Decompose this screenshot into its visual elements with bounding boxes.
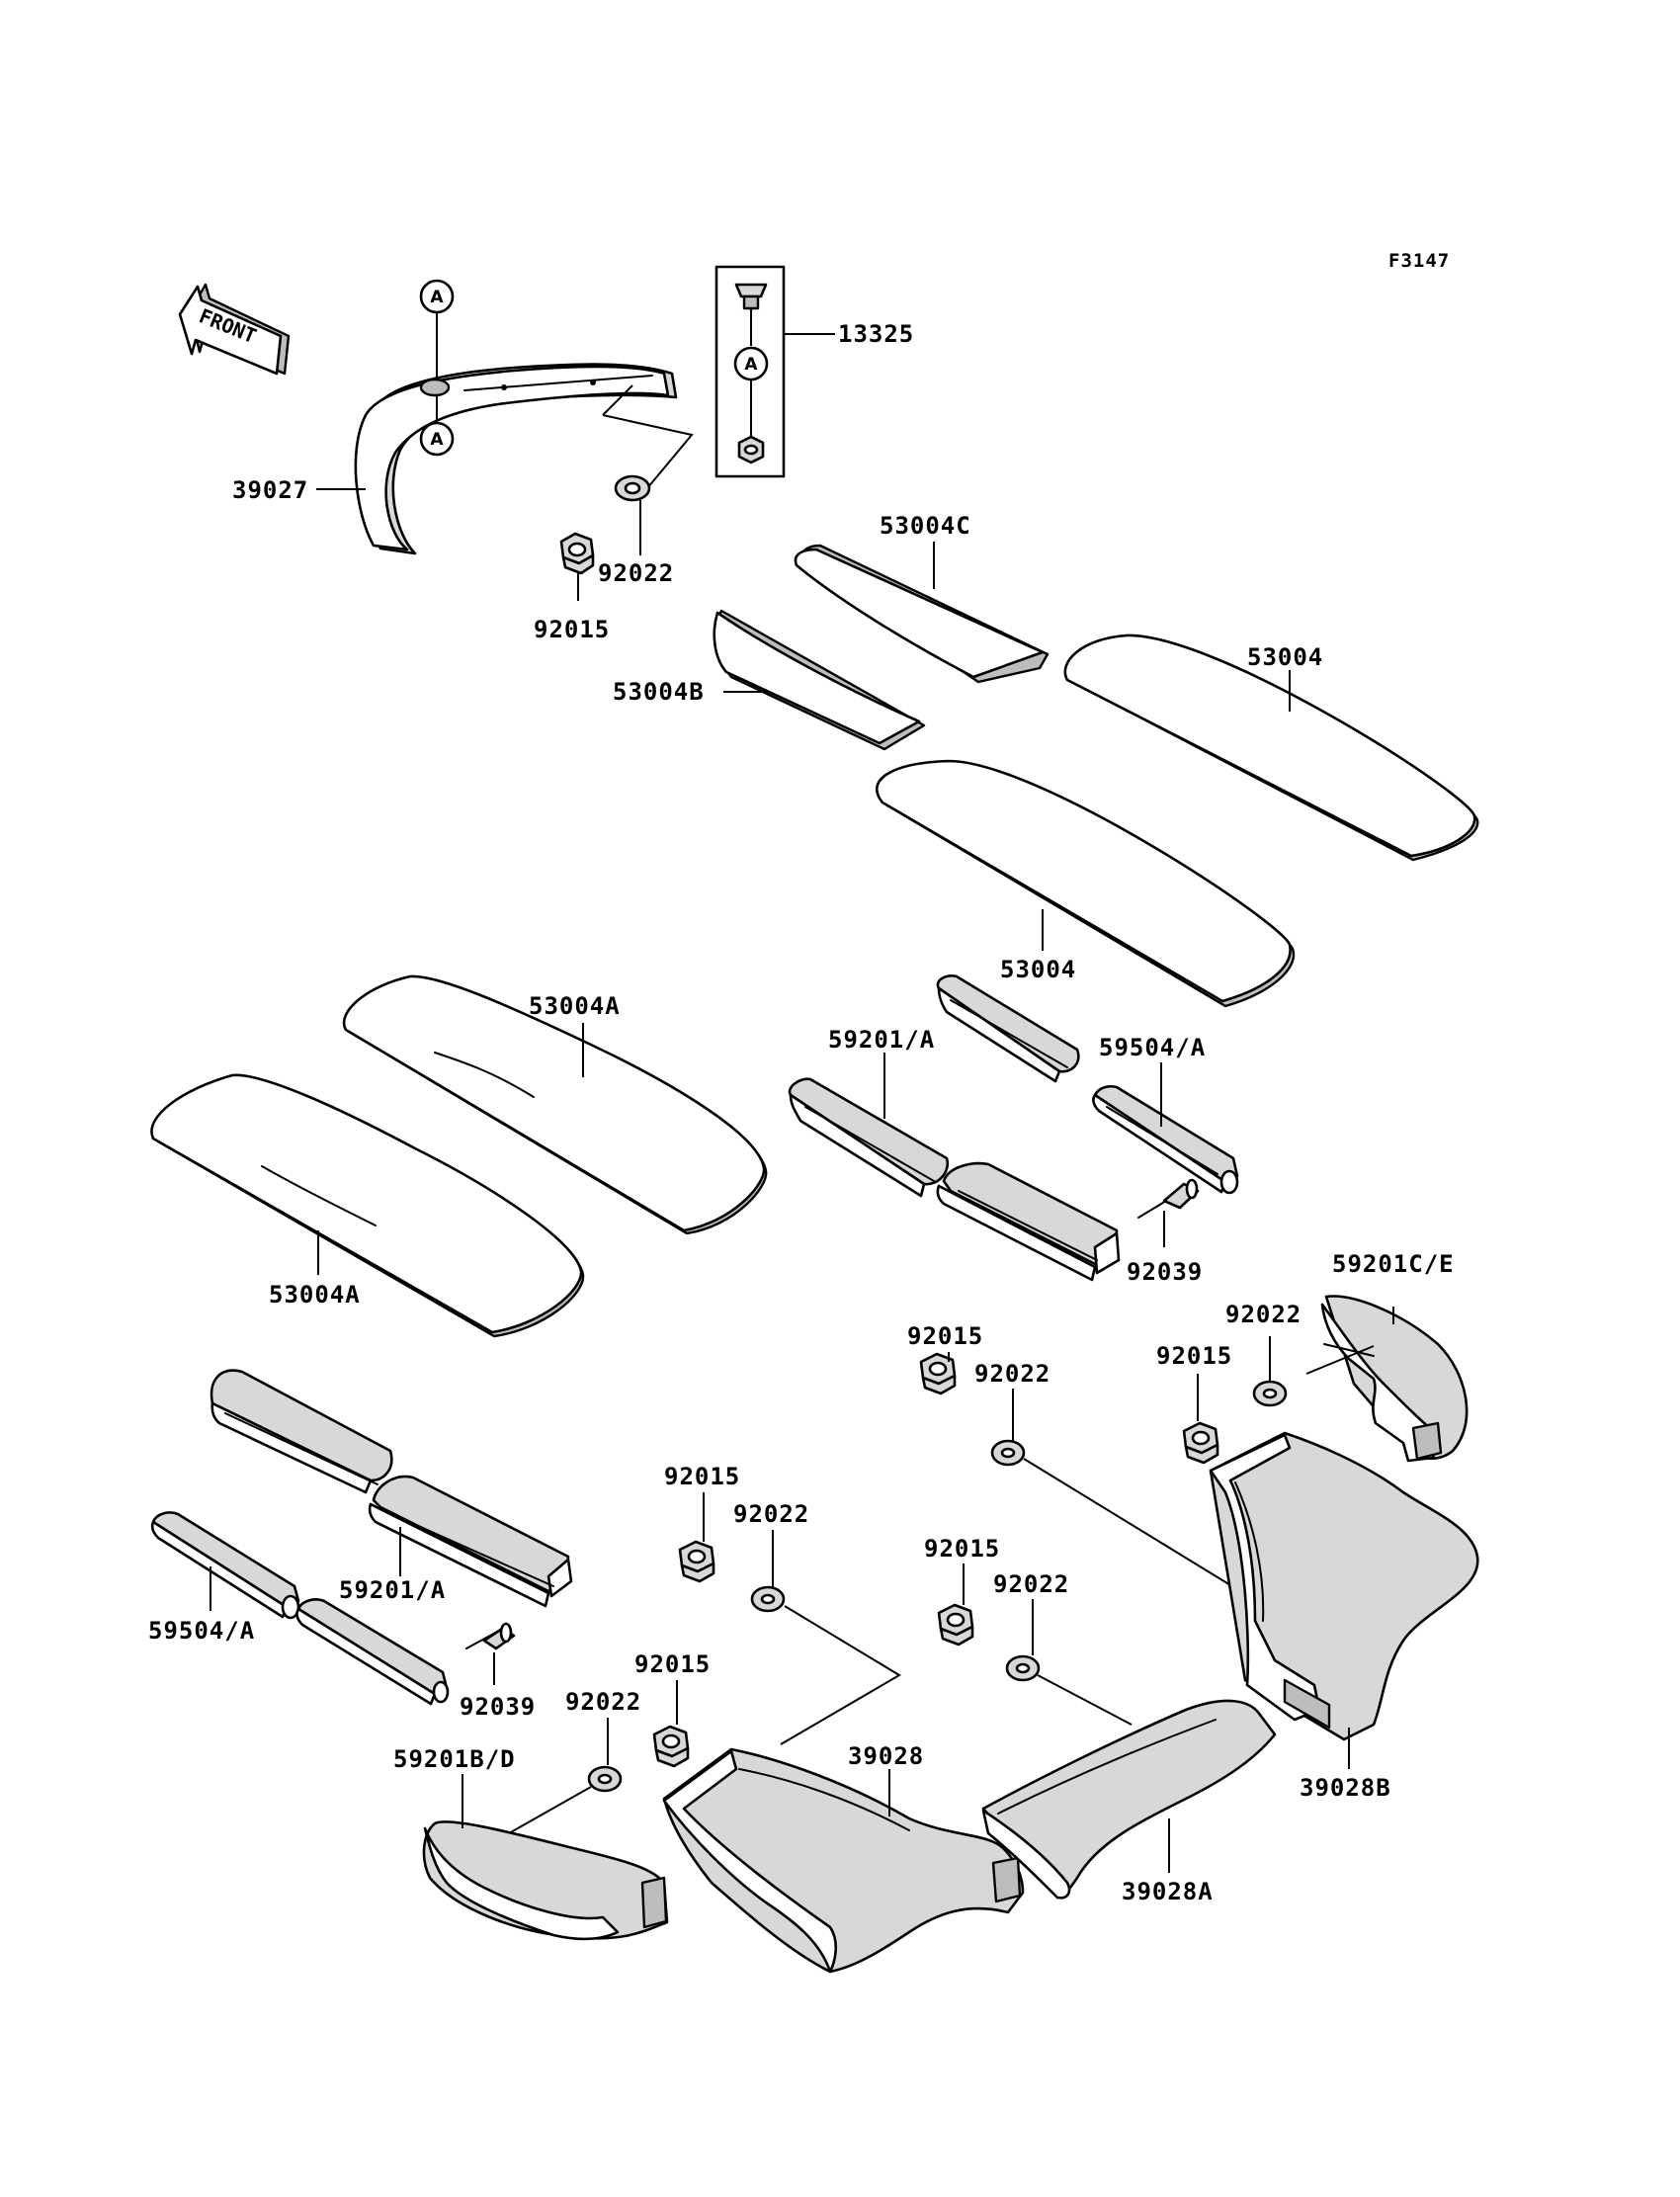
- label-92015-lower-b: 92015: [924, 1535, 1000, 1563]
- label-92039-upper: 92039: [1127, 1258, 1203, 1286]
- nut-92015-lower-a: [678, 1540, 715, 1583]
- label-92022-right: 92022: [1225, 1301, 1302, 1328]
- label-53004-upper: 53004: [1247, 643, 1323, 671]
- nut-92015-center: [919, 1352, 957, 1395]
- label-92015-center: 92015: [907, 1322, 983, 1350]
- ref-a-kit: A: [744, 355, 758, 375]
- label-92039-lower: 92039: [460, 1693, 536, 1721]
- figure-code: F3147: [1388, 250, 1450, 272]
- rail-59504A-lower: [150, 1511, 300, 1620]
- washer-92022-center: [990, 1439, 1026, 1467]
- mat-53004-upper: [1063, 634, 1479, 862]
- rail-59504A-lower-b: [295, 1598, 450, 1706]
- svg-text:A: A: [430, 430, 444, 450]
- washer-92022-bottom: [587, 1765, 623, 1793]
- nut-92015-right: [1182, 1421, 1219, 1465]
- label-59201A-lower: 59201/A: [339, 1576, 446, 1604]
- front-arrow-icon: FRONT: [178, 283, 291, 376]
- label-39027: 39027: [232, 476, 308, 504]
- rail-59201A-lower-right: [368, 1475, 573, 1608]
- label-92022-top: 92022: [598, 559, 674, 587]
- cover-59201CE: [1320, 1295, 1469, 1463]
- washer-92022-top: [614, 474, 651, 502]
- mat-53004A-upper: [342, 974, 768, 1235]
- label-39028B: 39028B: [1300, 1774, 1391, 1802]
- svg-text:A: A: [430, 288, 444, 307]
- mat-53004-middle: [876, 759, 1296, 1008]
- kit-13325-box: A: [714, 265, 786, 478]
- cover-39028: [662, 1747, 1025, 1974]
- rail-59201A-upper-left: [788, 1077, 950, 1198]
- label-92015-bottom: 92015: [634, 1650, 711, 1678]
- label-92015-right: 92015: [1156, 1342, 1232, 1370]
- label-59201BD: 59201B/D: [393, 1745, 516, 1773]
- label-92022-bottom: 92022: [565, 1688, 641, 1716]
- label-92022-center: 92022: [974, 1360, 1050, 1388]
- rail-59504A-upper: [1092, 1084, 1239, 1195]
- label-92015-lower-a: 92015: [664, 1463, 740, 1490]
- label-92022-lower-b: 92022: [993, 1570, 1069, 1598]
- cover-59201BD: [422, 1820, 669, 1941]
- rail-59201A-lower-left: [210, 1369, 393, 1494]
- label-39028: 39028: [848, 1742, 924, 1770]
- label-59504A-upper: 59504/A: [1099, 1034, 1206, 1061]
- mat-53004C: [794, 544, 1050, 684]
- mat-53004B: [713, 609, 926, 751]
- label-53004-middle: 53004: [1000, 956, 1076, 983]
- label-53004A-upper: 53004A: [529, 992, 621, 1020]
- washer-92022-right: [1252, 1380, 1288, 1407]
- rail-59201A-upper-right: [936, 974, 1080, 1083]
- label-53004C: 53004C: [880, 512, 971, 540]
- nut-92015-lower-b: [937, 1603, 974, 1647]
- label-92022-lower-a: 92022: [733, 1500, 809, 1528]
- label-39028A: 39028A: [1122, 1878, 1214, 1905]
- nut-92015-bottom: [652, 1725, 690, 1768]
- washer-92022-lower-b: [1005, 1654, 1041, 1682]
- ref-a-top: A: [419, 279, 455, 314]
- label-53004B: 53004B: [613, 678, 705, 706]
- label-13325: 13325: [838, 320, 914, 348]
- rivet-92039-lower: [465, 1622, 516, 1650]
- cover-39028B: [1209, 1431, 1479, 1741]
- label-59201A-upper: 59201/A: [828, 1026, 935, 1054]
- rail-channel-upper: [936, 1161, 1121, 1282]
- cover-39028A: [981, 1699, 1277, 1900]
- rivet-92039-upper: [1137, 1178, 1200, 1219]
- washer-92022-lower-a: [750, 1585, 786, 1613]
- label-59504A-lower: 59504/A: [148, 1617, 255, 1645]
- label-53004A-lower: 53004A: [269, 1281, 361, 1309]
- grab-bar-39027: [354, 363, 678, 555]
- mat-53004A-lower: [150, 1073, 585, 1338]
- label-59201CE: 59201C/E: [1332, 1250, 1455, 1278]
- label-92015-top: 92015: [534, 616, 610, 643]
- ref-a-bottom: A: [419, 421, 455, 457]
- nut-92015-top: [559, 532, 595, 575]
